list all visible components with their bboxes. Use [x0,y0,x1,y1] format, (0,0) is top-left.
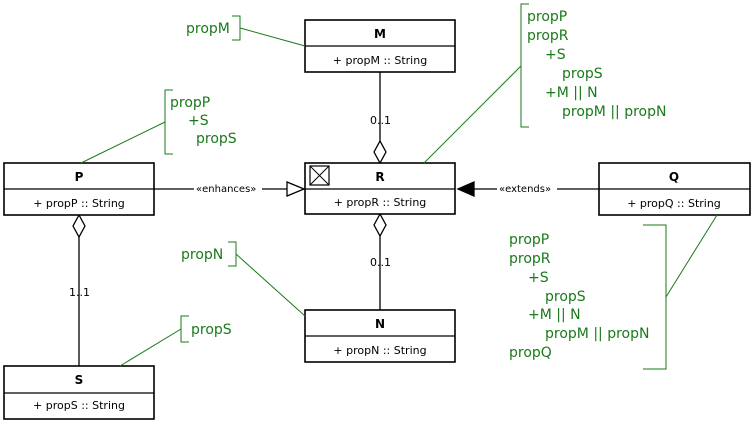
class-s-attr: + propS :: String [33,399,125,412]
note-n: propN [181,241,306,317]
class-q-name: Q [669,170,679,184]
class-s-name: S [75,373,84,387]
note-q-line-3: +S [528,270,549,286]
abstract-marker-icon [309,165,330,186]
note-p-line-3: propS [196,131,237,147]
note-q: propP propR +S propS +M || N propM || pr… [509,214,718,370]
class-p[interactable]: P + propP :: String [3,162,155,216]
extends-label-bg [497,182,557,195]
class-r[interactable]: R + propR :: String [304,162,456,215]
class-m-name: M [374,27,386,41]
class-m-attr: + propM :: String [333,54,427,67]
class-m[interactable]: M + propM :: String [304,19,456,73]
aggregation-diamond-m-r [373,139,387,165]
aggregation-diamond-r-n [373,212,387,238]
multiplicity-p-s: 1..1 [69,286,90,299]
multiplicity-r-n: 0..1 [370,256,391,269]
note-q-line-6: propM || propN [545,326,649,342]
note-n-line: propN [181,247,223,263]
class-q-attr: + propQ :: String [627,197,721,210]
class-p-name: P [75,170,84,184]
note-q-line-5: +M || N [528,307,581,323]
class-s[interactable]: S + propS :: String [3,365,155,420]
note-r-line-2: propR [527,28,569,44]
class-n-attr: + propN :: String [333,344,426,357]
class-p-attr: + propP :: String [33,197,125,210]
aggregation-diamond-p-s [72,213,86,239]
note-q-line-2: propR [509,251,551,267]
note-p: propP +S propS [80,89,237,164]
note-r-line-6: propM || propN [562,104,666,120]
extends-label: «extends» [499,184,551,195]
class-n[interactable]: N + propN :: String [304,309,456,363]
note-p-line-1: propP [170,95,210,111]
note-r: propP propR +S propS +M || N propM || pr… [423,3,666,164]
enhances-label: «enhances» [196,184,256,195]
enhances-label-bg [194,182,262,195]
note-r-line-1: propP [527,9,567,25]
note-q-line-4: propS [545,289,586,305]
multiplicity-m-r: 0..1 [370,114,391,127]
note-s: propS [119,315,232,367]
note-r-line-3: +S [545,47,566,63]
note-r-line-4: propS [562,66,603,82]
class-q[interactable]: Q + propQ :: String [598,162,751,216]
note-m-line: propM [186,21,230,37]
note-m: propM [186,15,306,47]
class-r-attr: + propR :: String [334,196,427,209]
enhances-arrowhead [286,181,306,197]
note-s-line: propS [191,322,232,338]
note-p-line-2: +S [188,113,209,129]
note-q-line-1: propP [509,232,549,248]
note-r-line-5: +M || N [545,85,598,101]
extends-arrowhead [456,181,475,197]
class-r-name: R [375,170,384,184]
note-q-line-7: propQ [509,345,552,361]
class-n-name: N [375,317,385,331]
